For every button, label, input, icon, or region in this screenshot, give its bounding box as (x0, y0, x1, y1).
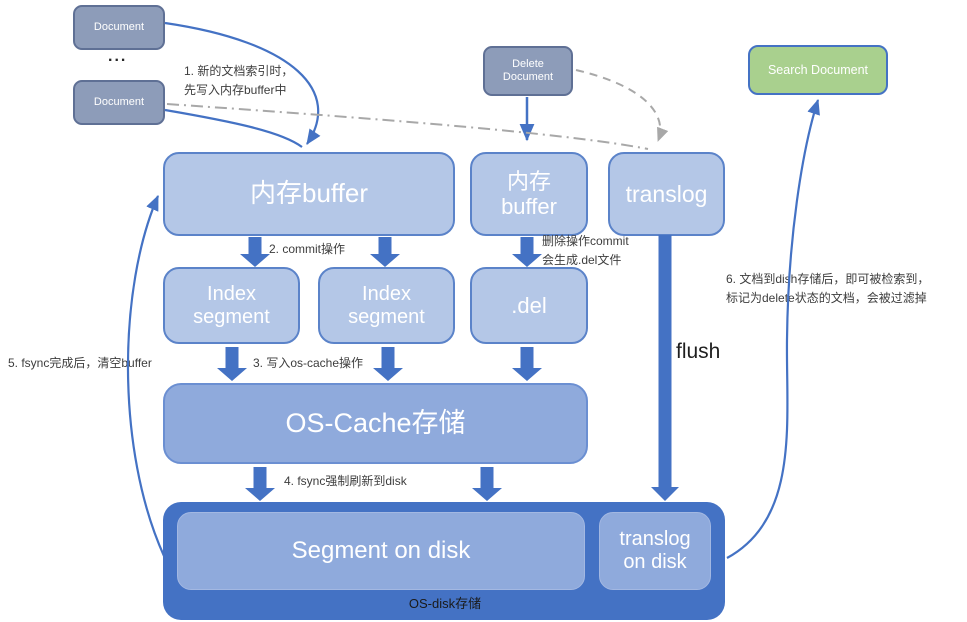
delete-document-label-line2: Document (502, 71, 554, 83)
delete-document-box: Delete Document (483, 46, 573, 96)
annotation-step5: 5. fsync完成后，清空buffer (8, 356, 152, 370)
document-box-top: Document (73, 5, 165, 50)
memory-buffer-small-label-line2: buffer (501, 194, 557, 219)
annotation-step2: 2. commit操作 (269, 242, 346, 256)
memory-buffer-small-box: 内存 buffer (470, 152, 588, 236)
block-arrow-oscache-to-disk-left (245, 467, 275, 501)
os-cache-label: OS-Cache存储 (285, 407, 466, 438)
document-box-bottom-label: Document (93, 96, 145, 109)
index-segment-left-box: Index segment (163, 267, 300, 344)
arrow-delete-document-to-translog-dashed (575, 69, 669, 142)
annotation-step1-line1: 1. 新的文档索引时， (184, 64, 294, 78)
translog-on-disk-label-line1: translog (619, 528, 691, 550)
del-file-label: .del (511, 292, 547, 318)
annotation-step6: 6. 文档到dish存储后，即可被检索到， 标记为delete状态的文档，会被过… (726, 270, 929, 307)
segment-on-disk-box: Segment on disk (177, 512, 585, 590)
arrow-disk-back-to-memory-buffer (126, 194, 166, 557)
search-document-label: Search Document (767, 62, 869, 77)
annotation-step6-line2: 标记为delete状态的文档，会被过滤掉 (726, 290, 927, 305)
annotation-step1: 1. 新的文档索引时， 先写入内存buffer中 (184, 62, 293, 99)
annotation-delete-note-line2: 会生成.del文件 (542, 252, 622, 267)
document-box-bottom: Document (73, 80, 165, 125)
block-arrow-oscache-to-disk-right (472, 467, 502, 501)
ellipsis-between-documents: ... (108, 48, 128, 65)
annotation-step4: 4. fsync强制刷新到disk (284, 474, 407, 488)
annotation-delete-note: 删除操作commit 会生成.del文件 (542, 232, 629, 269)
annotation-step6-line1: 6. 文档到dish存储后，即可被检索到， (726, 272, 930, 286)
translog-on-disk-box: translog on disk (599, 512, 711, 590)
arrow-document-to-translog-dashdot (166, 103, 649, 150)
os-disk-label: OS-disk存储 (408, 596, 482, 611)
memory-buffer-label: 内存buffer (249, 178, 369, 209)
block-arrow-flush-translog-to-disk (651, 235, 679, 501)
memory-buffer-small-label-line1: 内存 (506, 168, 551, 194)
index-segment-left-label-line2: segment (193, 305, 270, 328)
arrow-translog-on-disk-to-search-document (726, 98, 820, 559)
document-box-top-label: Document (93, 21, 145, 34)
del-file-box: .del (470, 267, 588, 344)
block-arrow-segment-right-to-oscache (373, 347, 403, 381)
block-arrow-del-to-oscache (512, 347, 542, 381)
annotation-step1-line2: 先写入内存buffer中 (184, 82, 287, 97)
block-arrow-commit-right (370, 237, 400, 267)
annotation-step3: 3. 写入os-cache操作 (253, 356, 364, 370)
block-arrow-segment-left-to-oscache (217, 347, 247, 381)
delete-document-label-line1: Delete (512, 58, 544, 71)
flush-label: flush (676, 340, 721, 363)
index-segment-left-label-line1: Index (207, 282, 256, 305)
index-segment-right-label-line2: segment (348, 305, 425, 328)
arrow-document-bottom-to-memory-buffer (164, 108, 303, 148)
annotation-delete-note-line1: 删除操作commit (542, 234, 629, 248)
index-segment-right-box: Index segment (318, 267, 455, 344)
translog-on-disk-label-line2: on disk (623, 551, 687, 573)
translog-box: translog (608, 152, 725, 236)
search-document-box: Search Document (748, 45, 888, 95)
block-arrow-buffer-to-del (512, 237, 542, 267)
os-cache-box: OS-Cache存储 (163, 383, 588, 464)
block-arrow-commit-left (240, 237, 270, 267)
index-segment-right-label-line1: Index (362, 282, 411, 305)
memory-buffer-box: 内存buffer (163, 152, 455, 236)
translog-label: translog (625, 180, 708, 207)
segment-on-disk-label: Segment on disk (291, 537, 471, 565)
